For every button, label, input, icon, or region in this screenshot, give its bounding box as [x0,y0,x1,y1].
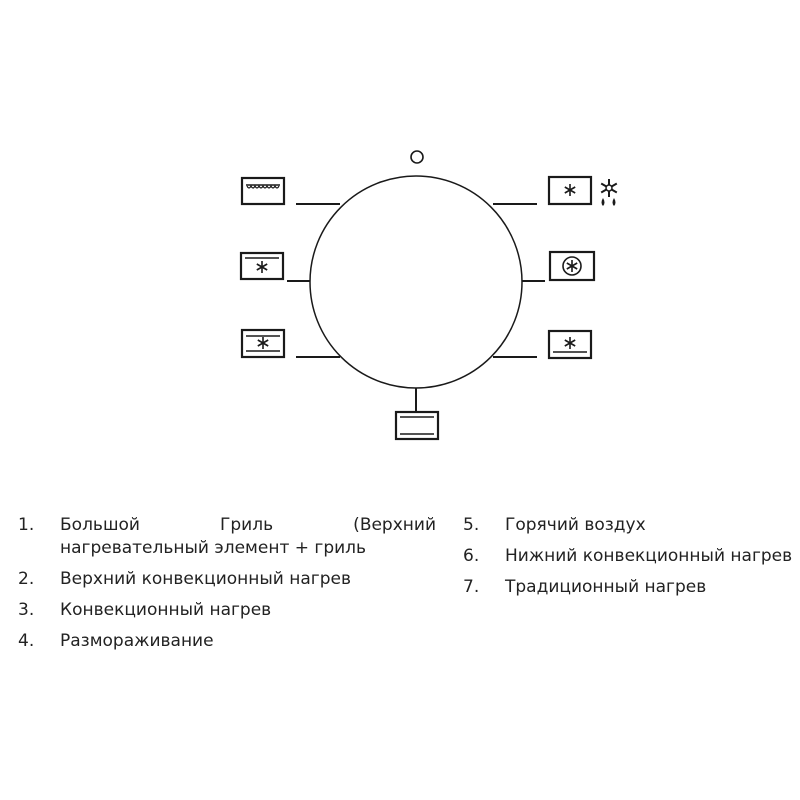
legend-item-6: 6. Нижний конвекционный нагрев [463,545,793,568]
legend-text: Горячий воздух [505,515,646,535]
traditional-heating-icon [394,410,440,441]
legend-text: Большой Гриль (Верхний нагревательный эл… [60,515,436,558]
legend-text: Размораживание [60,630,214,651]
legend-item-2: 2. Верхний конвекционный нагрев [18,568,436,591]
legend-item-4: 4. Размораживание [18,630,436,653]
legend-item-1: 1. Большой Гриль (Верхний нагревательный… [18,514,436,560]
off-position-icon [410,150,424,164]
legend-text: Традиционный нагрев [505,576,707,597]
legend-number: 5. [463,515,480,535]
legend-number: 2. [18,568,35,589]
grill-icon [240,176,286,206]
connector-lines [287,203,545,411]
bottom-convection-icon [547,329,593,360]
oven-dial-diagram [239,150,618,441]
convection-icon [240,328,286,359]
legend-right-column: 5. Горячий воздух 6. Нижний конвекционны… [463,514,793,607]
legend-left-column: 1. Большой Гриль (Верхний нагревательный… [18,514,436,661]
hot-air-icon [548,250,596,282]
defrost-icon [547,175,618,206]
legend-number: 6. [463,545,480,566]
legend-number: 4. [18,630,35,651]
legend-text: Нижний конвекционный нагрев [505,545,793,566]
top-convection-icon [239,251,285,281]
legend-text: Конвекционный нагрев [60,599,272,620]
legend-item-7: 7. Традиционный нагрев [463,576,793,599]
legend-number: 3. [18,599,35,620]
legend-number: 7. [463,576,480,597]
legend-number: 1. [18,515,35,535]
dial-knob [309,175,523,389]
legend-item-5: 5. Горячий воздух [463,514,793,537]
legend-text: Верхний конвекционный нагрев [60,568,351,589]
legend-item-3: 3. Конвекционный нагрев [18,599,436,622]
